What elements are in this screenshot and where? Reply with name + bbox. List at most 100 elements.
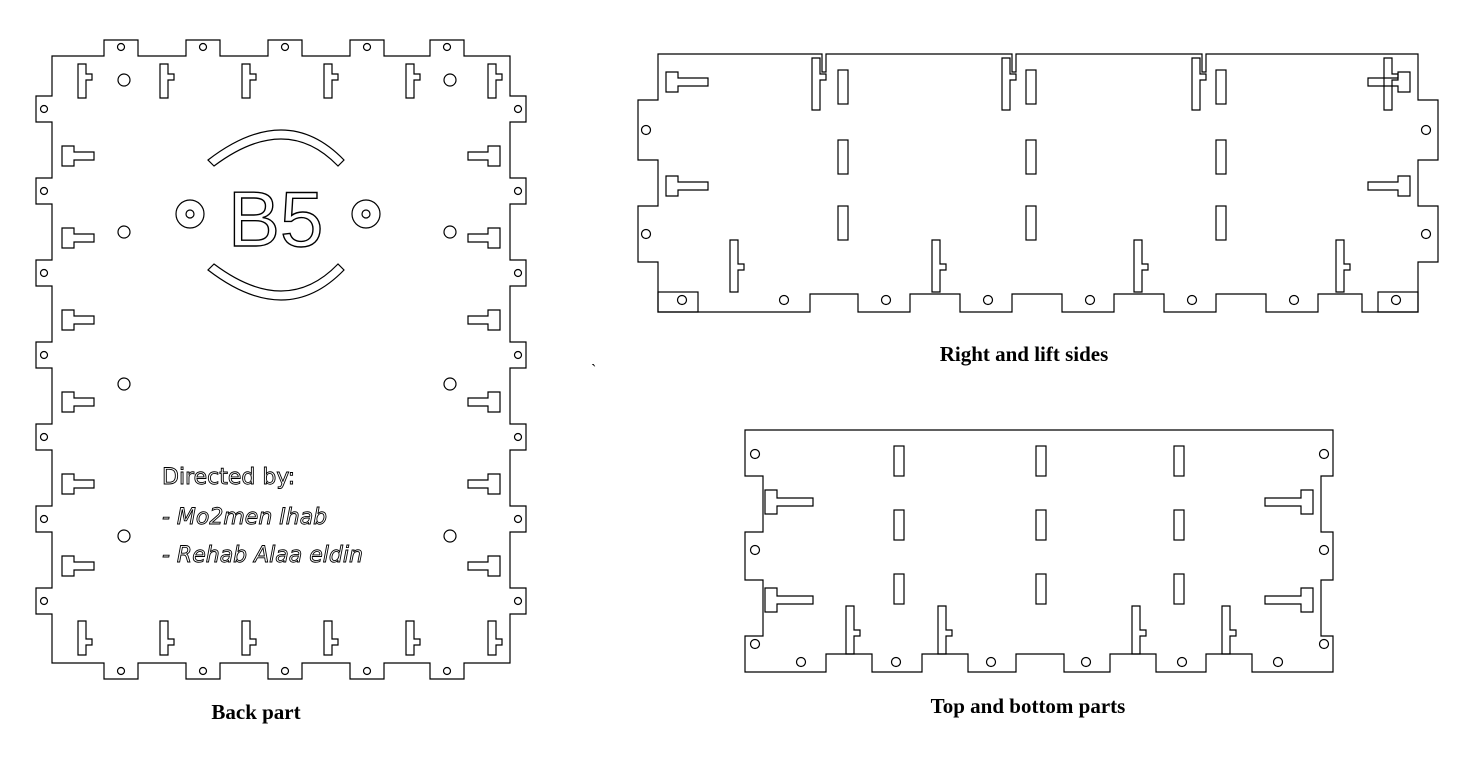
- t-slot: [1133, 239, 1149, 293]
- hole: [1390, 294, 1402, 306]
- slot: [1035, 445, 1047, 477]
- tab-hole: [513, 596, 523, 606]
- t-slot: [1335, 239, 1351, 293]
- hole: [982, 294, 994, 306]
- tab-hole: [116, 42, 126, 52]
- t-slot: [61, 227, 95, 249]
- t-slot: [77, 620, 93, 656]
- tab-hole: [442, 42, 452, 52]
- t-slot: [665, 175, 709, 197]
- hole: [749, 638, 761, 650]
- tab-hole: [39, 350, 49, 360]
- hole: [640, 124, 652, 136]
- tab-hole: [198, 42, 208, 52]
- sides-part-border: [637, 53, 1439, 313]
- mount-hole: [443, 377, 457, 391]
- slot: [893, 509, 905, 541]
- t-slot: [61, 391, 95, 413]
- tab-hole: [513, 268, 523, 278]
- t-slot: [811, 57, 827, 111]
- t-slot: [77, 63, 93, 99]
- t-slot: [1131, 605, 1147, 655]
- t-slot: [1264, 587, 1314, 613]
- t-slot: [467, 391, 501, 413]
- logo-hole-left-inner: [185, 209, 195, 219]
- t-slot: [1264, 489, 1314, 515]
- credit-heading: Directed by:: [162, 465, 295, 490]
- tab-hole: [362, 666, 372, 676]
- mount-hole: [443, 529, 457, 543]
- t-slot: [241, 63, 257, 99]
- back-part-border: [35, 39, 527, 680]
- sides-part-caption: Right and lift sides: [939, 342, 1109, 366]
- back-part-outline: [35, 39, 527, 680]
- slot: [1025, 205, 1037, 241]
- t-slot: [323, 620, 339, 656]
- slot: [1025, 139, 1037, 175]
- t-slot: [61, 145, 95, 167]
- t-slot: [1191, 57, 1207, 111]
- topbottom-part-outline: [744, 429, 1334, 673]
- hole: [1288, 294, 1300, 306]
- logo-hole-right-inner: [361, 209, 371, 219]
- logo-hole-left-outer: [175, 199, 205, 229]
- slot: [1173, 573, 1185, 605]
- hole: [1420, 124, 1432, 136]
- sides-part-outline: [637, 53, 1439, 313]
- tab-hole: [280, 42, 290, 52]
- hole: [749, 448, 761, 460]
- mount-hole: [443, 225, 457, 239]
- mount-hole: [117, 225, 131, 239]
- hole: [1318, 544, 1330, 556]
- upper-arc-slot: [207, 129, 345, 167]
- tab-hole: [39, 432, 49, 442]
- topbottom-part-caption: Top and bottom parts: [930, 694, 1126, 718]
- mount-hole: [117, 73, 131, 87]
- t-slot: [931, 239, 947, 293]
- hole: [1186, 294, 1198, 306]
- slot: [893, 573, 905, 605]
- tab-hole: [116, 666, 126, 676]
- hole: [880, 294, 892, 306]
- topbottom-part-border: [744, 429, 1334, 673]
- tab-hole: [280, 666, 290, 676]
- tab-hole: [362, 42, 372, 52]
- t-slot: [1367, 175, 1411, 197]
- t-slot: [729, 239, 745, 293]
- back-part-engraving: B5: [175, 129, 381, 301]
- mount-hole: [443, 73, 457, 87]
- hole: [1318, 638, 1330, 650]
- t-slot: [1221, 605, 1237, 655]
- credits: Directed by: - Mo2men Ihab - Rehab Alaa …: [162, 465, 364, 569]
- tab-hole: [513, 104, 523, 114]
- slot: [837, 205, 849, 241]
- hole: [778, 294, 790, 306]
- tab-hole: [513, 350, 523, 360]
- hole: [1420, 228, 1432, 240]
- slot: [1035, 573, 1047, 605]
- slot: [1173, 445, 1185, 477]
- hole: [1272, 656, 1284, 668]
- hole: [640, 228, 652, 240]
- tab-hole: [39, 104, 49, 114]
- slot: [837, 69, 849, 105]
- slot: [837, 139, 849, 175]
- t-slot: [61, 309, 95, 331]
- tab-hole: [198, 666, 208, 676]
- hole: [1080, 656, 1092, 668]
- tab-hole: [39, 268, 49, 278]
- t-slot: [467, 309, 501, 331]
- t-slot: [764, 489, 814, 515]
- t-slot: [467, 473, 501, 495]
- slot: [1035, 509, 1047, 541]
- lower-arc-slot: [207, 263, 345, 301]
- t-slot: [467, 555, 501, 577]
- slot: [1173, 509, 1185, 541]
- tab-hole: [39, 596, 49, 606]
- t-slot: [159, 63, 175, 99]
- credit-line-1: - Mo2men Ihab: [162, 505, 327, 530]
- slot: [1215, 139, 1227, 175]
- hole: [749, 544, 761, 556]
- tab-hole: [513, 186, 523, 196]
